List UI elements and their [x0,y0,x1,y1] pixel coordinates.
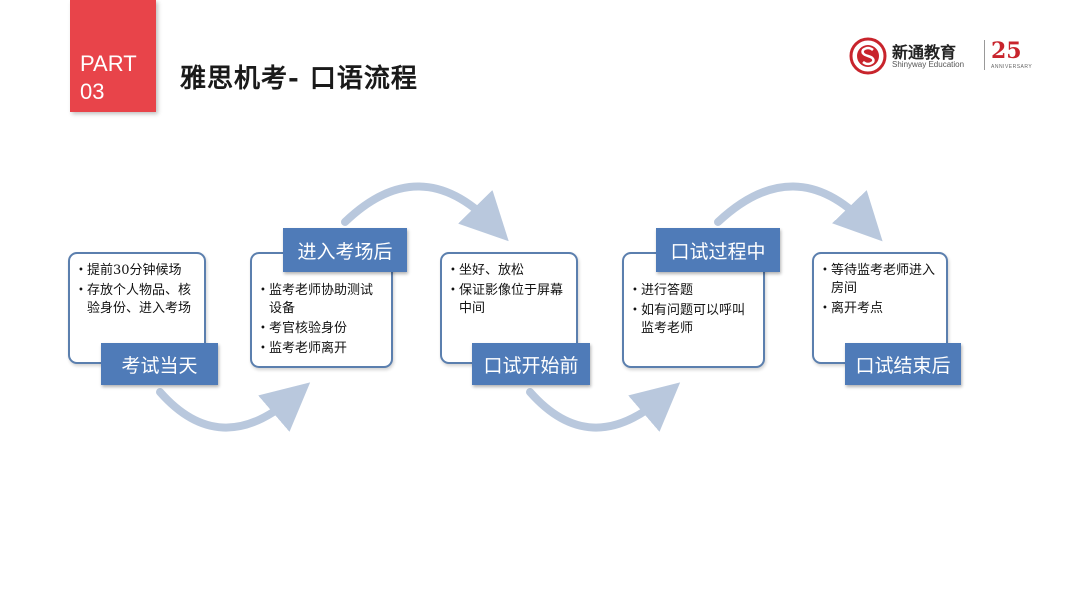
step-5-item: 离开考点 [822,300,938,318]
step-label-4: 口试过程中 [656,228,780,272]
step-2-item: 考官核验身份 [260,320,383,338]
arrow-4-to-5 [714,182,883,242]
step-4-item: 如有问题可以呼叫监考老师 [632,302,755,338]
step-1-item: 存放个人物品、核验身份、进入考场 [78,282,196,318]
arrow-3-to-4 [526,382,681,432]
anniversary-number: 25 [991,38,1022,64]
step-label-2: 进入考场后 [283,228,407,272]
step-4-item: 进行答题 [632,282,755,300]
step-1-item: 提前30分钟候场 [78,262,196,280]
brand-name-en: Shinyway Education [892,60,965,69]
step-3-item: 坐好、放松 [450,262,568,280]
arrow-2-to-3 [341,182,509,242]
page-title: 雅思机考- 口语流程 [180,64,418,94]
shinyway-logo-icon [849,37,887,75]
brand-logo: 新通教育 Shinyway Education 25 ANNIVERSARY [848,36,1038,76]
part-label: PART [80,51,137,76]
step-label-5: 口试结束后 [845,343,961,385]
brand-name: 新通教育 [892,43,957,62]
anniversary-label: ANNIVERSARY [991,64,1033,70]
step-2-item: 监考老师协助测试设备 [260,282,383,318]
step-label-1: 考试当天 [101,343,218,385]
step-2-item: 监考老师离开 [260,340,383,358]
step-card-5: 等待监考老师进入房间 离开考点 [812,252,948,364]
step-5-item: 等待监考老师进入房间 [822,262,938,298]
arrow-1-to-2 [156,382,311,432]
logo-divider [984,40,985,70]
step-label-3: 口试开始前 [472,343,590,385]
part-number: 03 [80,79,105,104]
part-badge: PART 03 [70,0,156,112]
step-3-item: 保证影像位于屏幕中间 [450,282,568,318]
